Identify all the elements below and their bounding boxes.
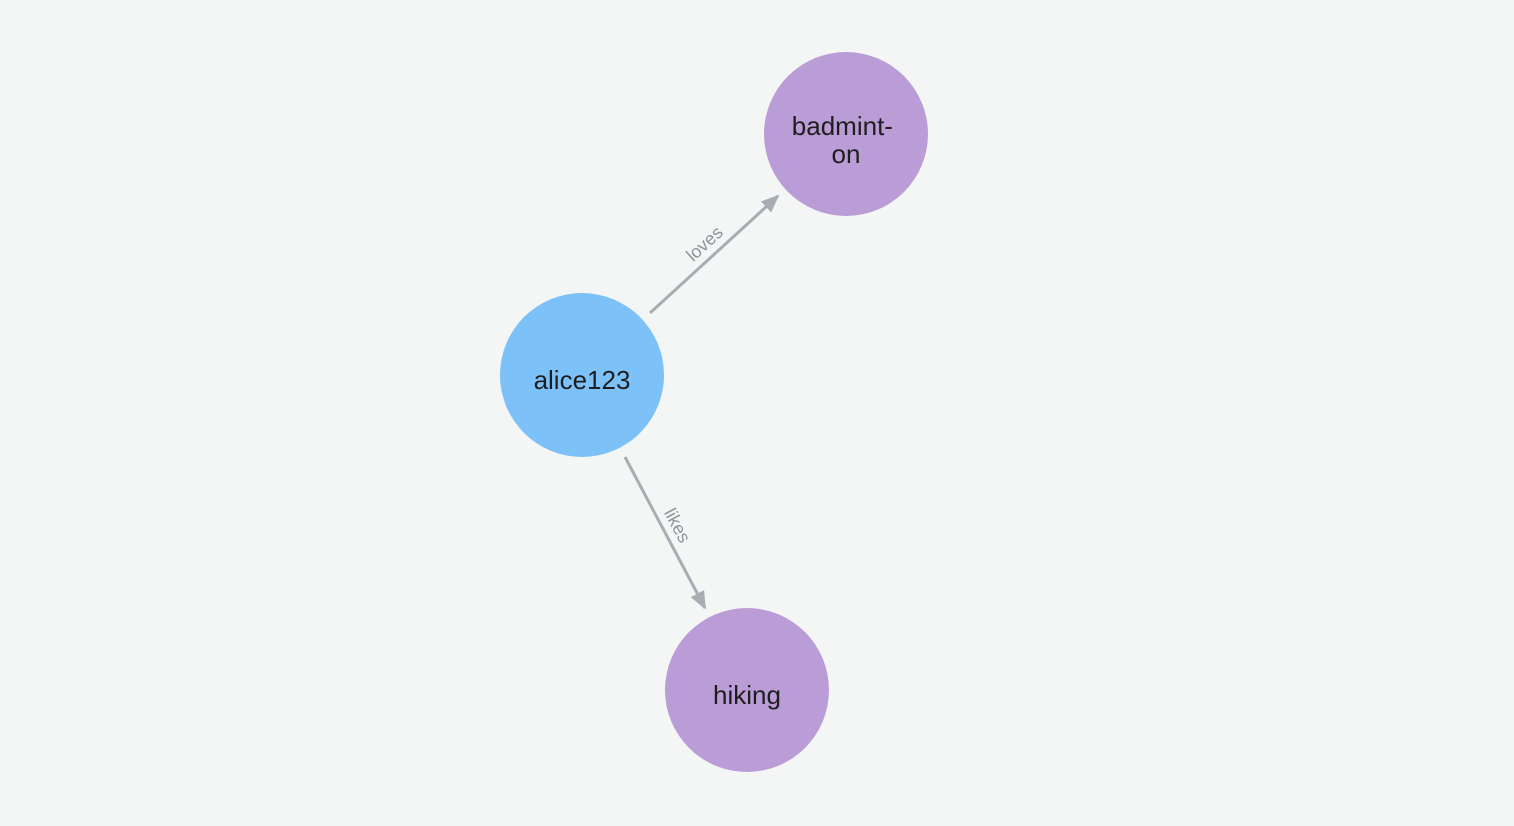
edge-loves: loves [648, 194, 780, 315]
edge-likes-label[interactable]: likes [660, 505, 695, 546]
edge-likes: likes [623, 456, 707, 610]
edge-likes-line[interactable] [623, 456, 707, 610]
edge-loves-line[interactable] [648, 194, 780, 315]
node-badminton[interactable]: badmint- on [764, 52, 928, 216]
node-badminton-label[interactable]: badmint- on [792, 111, 900, 169]
node-badminton-circle[interactable] [764, 52, 928, 216]
node-alice123[interactable]: alice123 [500, 293, 664, 457]
node-badminton-label-line1: badmint- [792, 111, 893, 141]
node-alice123-circle[interactable] [500, 293, 664, 457]
node-alice123-label[interactable]: alice123 [534, 365, 631, 395]
node-hiking[interactable]: hiking [665, 608, 829, 772]
edge-loves-label[interactable]: loves [682, 222, 727, 265]
node-hiking-circle[interactable] [665, 608, 829, 772]
node-badminton-label-line2: on [832, 139, 861, 169]
node-hiking-label[interactable]: hiking [713, 680, 781, 710]
